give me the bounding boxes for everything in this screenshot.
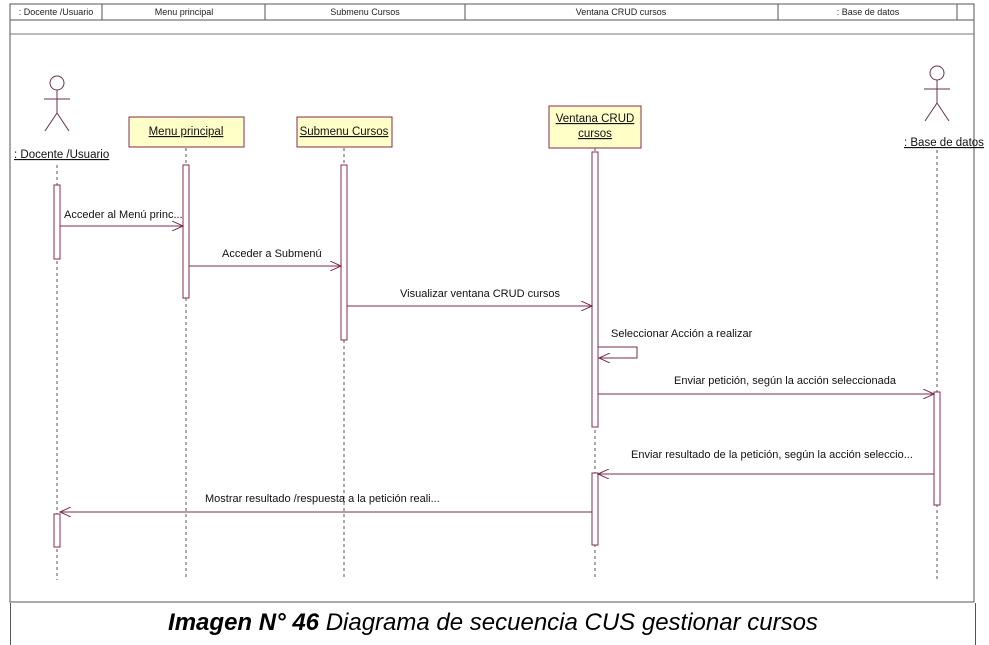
sequence-diagram: : Docente /Usuario Menu principal Submen… [9, 3, 984, 603]
header-row: : Docente /Usuario Menu principal Submen… [9, 3, 975, 35]
object-ventana: Ventana CRUD cursos [548, 105, 642, 149]
svg-text:cursos: cursos [578, 128, 612, 140]
header-menu: Menu principal [155, 7, 214, 17]
message-arrows [60, 226, 934, 512]
message-5-label: Enviar petición, según la acción selecci… [674, 375, 897, 387]
message-1-label: Acceder al Menú princ... [64, 209, 183, 221]
message-6-label: Enviar resultado de la petición, según l… [631, 449, 913, 461]
header-submenu: Submenu Cursos [330, 7, 400, 17]
actor-bd-icon [924, 65, 950, 122]
actor-docente-label: : Docente /Usuario [14, 149, 109, 161]
object-submenu: Submenu Cursos [296, 116, 393, 148]
message-4-arrow [598, 346, 638, 358]
message-3-label: Visualizar ventana CRUD cursos [400, 288, 560, 300]
svg-text:Ventana CRUD: Ventana CRUD [556, 113, 635, 125]
figure-caption: Imagen N° 46 Diagrama de secuencia CUS g… [10, 603, 976, 645]
svg-text:Submenu Cursos: Submenu Cursos [300, 126, 389, 138]
message-7-label: Mostrar resultado /respuesta a la petici… [205, 493, 440, 505]
svg-text:Menu principal: Menu principal [149, 126, 224, 138]
object-menu: Menu principal [128, 116, 245, 148]
message-4-label: Seleccionar Acción a realizar [611, 328, 753, 340]
caption-text: Diagrama de secuencia CUS gestionar curs… [319, 609, 818, 636]
header-docente: : Docente /Usuario [19, 7, 94, 17]
message-2-label: Acceder a Submenú [222, 248, 322, 260]
actor-bd-label: : Base de datos [904, 137, 984, 149]
header-bd: : Base de datos [837, 7, 900, 17]
caption-prefix: Imagen N° 46 [168, 609, 320, 636]
activation-bars [53, 151, 941, 548]
header-ventana: Ventana CRUD cursos [576, 7, 667, 17]
actor-docente-icon [44, 75, 70, 132]
